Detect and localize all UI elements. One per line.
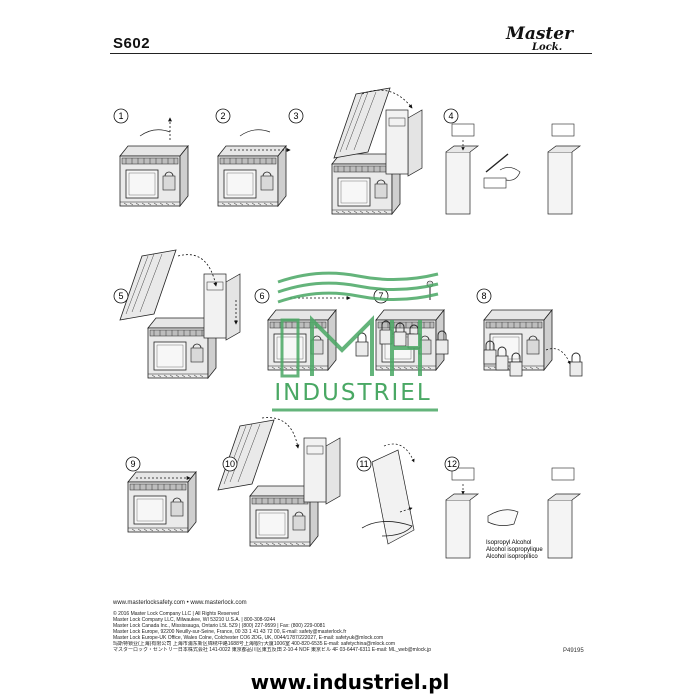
footer-line: Master Lock Europe, 92200 Neuilly-sur-Se… <box>113 629 347 635</box>
step-6 <box>267 296 369 371</box>
step-badge: 4 <box>448 111 453 121</box>
step-12 <box>445 467 582 559</box>
step-badge: 3 <box>293 111 298 121</box>
brand-name: Master <box>506 24 574 44</box>
footer-line: 玛斯特锁业(上海)有限公司 上海市浦东新区锦绣中路1688号上海银行大厦1006… <box>113 641 396 647</box>
step-1 <box>119 117 189 207</box>
step-9 <box>127 471 197 533</box>
step-badge: 6 <box>259 291 264 301</box>
step-badge: 7 <box>378 291 383 301</box>
step-badge: 5 <box>118 291 123 301</box>
footer-websites: www.masterlocksafety.com • www.masterloc… <box>113 600 247 606</box>
step-badge: 1 <box>118 111 123 121</box>
step-badge: 9 <box>130 459 135 469</box>
step-badge: 2 <box>220 111 225 121</box>
footer: www.masterlocksafety.com • www.masterloc… <box>113 600 583 653</box>
step-5 <box>119 249 241 379</box>
footer-line: マスターロック・セントリー日本株式会社 141-0022 東京都品川区東五反田 … <box>113 647 432 653</box>
step-badge: 8 <box>481 291 486 301</box>
watermark-logo <box>272 271 439 412</box>
brand-logo: Master Lock. <box>506 24 574 55</box>
brand-sub: Lock. <box>532 42 563 53</box>
step-8 <box>483 309 583 377</box>
step-3 <box>331 87 423 215</box>
watermark-text: INDUSTRIEL <box>274 380 432 406</box>
step-4 <box>445 123 582 215</box>
step-10 <box>217 417 341 547</box>
callout-line-2: Alcohol isopropylique <box>486 547 543 553</box>
step-badge: 12 <box>447 459 457 469</box>
site-url[interactable]: www.industriel.pl <box>250 670 450 694</box>
alcohol-callout: Isopropyl Alcohol Alcohol isopropylique … <box>486 540 543 560</box>
callout-line-1: Isopropyl Alcohol <box>486 540 531 546</box>
step-badges: 1 2 3 4 5 6 7 8 9 10 11 12 <box>113 108 492 472</box>
callout-line-3: Alcohol isopropílico <box>486 554 538 560</box>
footer-line: Master Lock Company LLC, Milwaukee, WI 5… <box>113 617 276 623</box>
header-rule <box>110 53 592 54</box>
step-2 <box>217 129 291 207</box>
step-badge: 10 <box>225 459 235 469</box>
part-number: P49195 <box>563 648 584 654</box>
model-number: S602 <box>113 35 151 52</box>
footer-line: © 2016 Master Lock Company LLC | All Rig… <box>113 611 239 617</box>
footer-line: Master Lock Europe-UK Office, Wales Coln… <box>113 635 384 641</box>
step-11 <box>361 443 415 545</box>
step-badge: 11 <box>359 459 368 469</box>
footer-line: Master Lock Canada Inc., Mississauga, On… <box>113 623 326 629</box>
